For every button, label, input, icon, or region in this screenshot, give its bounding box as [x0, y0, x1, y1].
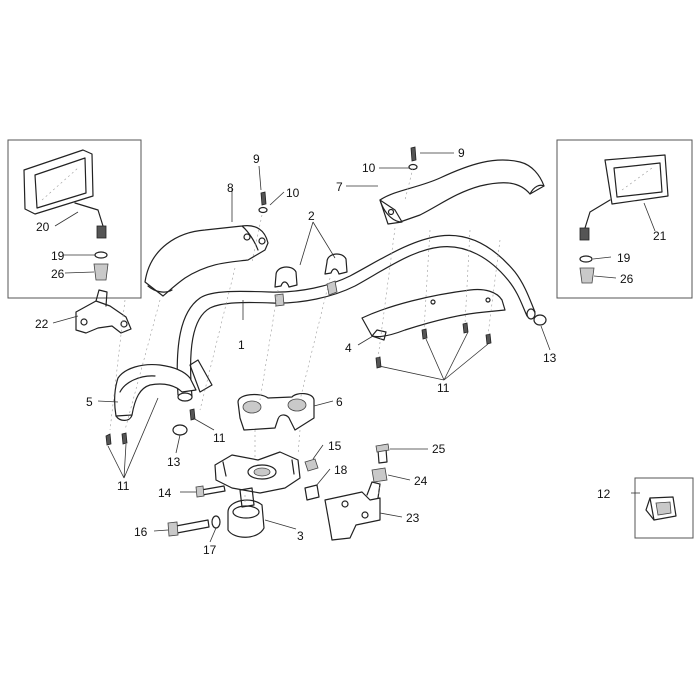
bolt-14	[195, 485, 226, 498]
rubber-mount	[227, 487, 265, 538]
alignment-lines	[109, 167, 501, 505]
callout-9-right: 9	[458, 146, 465, 160]
washer-17	[211, 515, 221, 529]
callout-11-right: 11	[437, 381, 450, 395]
callout-23: 23	[406, 511, 420, 525]
callout-13-left: 13	[167, 455, 181, 469]
callout-14: 14	[158, 486, 172, 500]
callout-11-center: 11	[213, 431, 226, 445]
callout-22: 22	[35, 317, 49, 331]
right-handlebar-cover	[379, 159, 545, 225]
bolt-25	[375, 443, 390, 464]
callout-13-right: 13	[543, 351, 557, 365]
clip-nut	[645, 496, 677, 521]
callout-4: 4	[345, 341, 352, 355]
right-nut	[579, 267, 595, 284]
left-lower-cover	[114, 363, 197, 421]
callout-17: 17	[203, 543, 217, 557]
callout-15: 15	[328, 439, 342, 453]
callout-18: 18	[334, 463, 348, 477]
bolt-16	[167, 519, 210, 537]
leader-lines	[52, 152, 656, 543]
callout-6: 6	[336, 395, 343, 409]
callout-26-left: 26	[51, 267, 65, 281]
right-washer	[579, 255, 593, 263]
callout-26-right: 26	[620, 272, 634, 286]
handlebar-clamp-right	[324, 253, 348, 275]
nut-24	[371, 467, 388, 483]
callout-24: 24	[414, 474, 428, 488]
bracket-23	[324, 481, 381, 541]
callout-2: 2	[308, 209, 315, 223]
callout-9-left: 9	[253, 152, 260, 166]
left-mirror-inset	[7, 139, 142, 299]
part-12-inset	[634, 477, 694, 539]
callout-10-left: 10	[286, 186, 300, 200]
riser-upper-clamp	[237, 393, 315, 431]
callout-labels: 1 2 3 4 5 6 7 8 9 9 10 10 11 11 11 12 13…	[35, 146, 667, 557]
callout-11-left: 11	[117, 479, 130, 493]
handlebar-clamp-left	[274, 266, 298, 288]
o-ring-left	[172, 424, 188, 436]
callout-1: 1	[238, 338, 245, 352]
right-lower-cover	[361, 288, 506, 341]
screws	[105, 146, 492, 446]
callout-25: 25	[432, 442, 446, 456]
spacer-18	[304, 484, 320, 501]
callout-5: 5	[86, 395, 93, 409]
left-washer	[94, 251, 108, 259]
callout-10-right: 10	[362, 161, 376, 175]
callout-8: 8	[227, 181, 234, 195]
right-mirror-inset	[556, 139, 693, 299]
callout-19-left: 19	[51, 249, 65, 263]
right-mirror	[579, 154, 669, 241]
callout-16: 16	[134, 525, 148, 539]
callout-21: 21	[653, 229, 667, 243]
riser-lower-clamp	[214, 451, 301, 494]
callout-20: 20	[36, 220, 50, 234]
bracket-22	[75, 289, 132, 334]
left-handlebar-cover	[144, 225, 269, 297]
nut-15	[304, 458, 319, 472]
o-ring-right	[533, 314, 547, 326]
callout-19-right: 19	[617, 251, 631, 265]
left-nut	[93, 263, 109, 281]
callout-12: 12	[597, 487, 611, 501]
handlebar-tube	[176, 234, 536, 402]
left-mirror	[23, 149, 107, 239]
callout-3: 3	[297, 529, 304, 543]
callout-7: 7	[336, 180, 343, 194]
